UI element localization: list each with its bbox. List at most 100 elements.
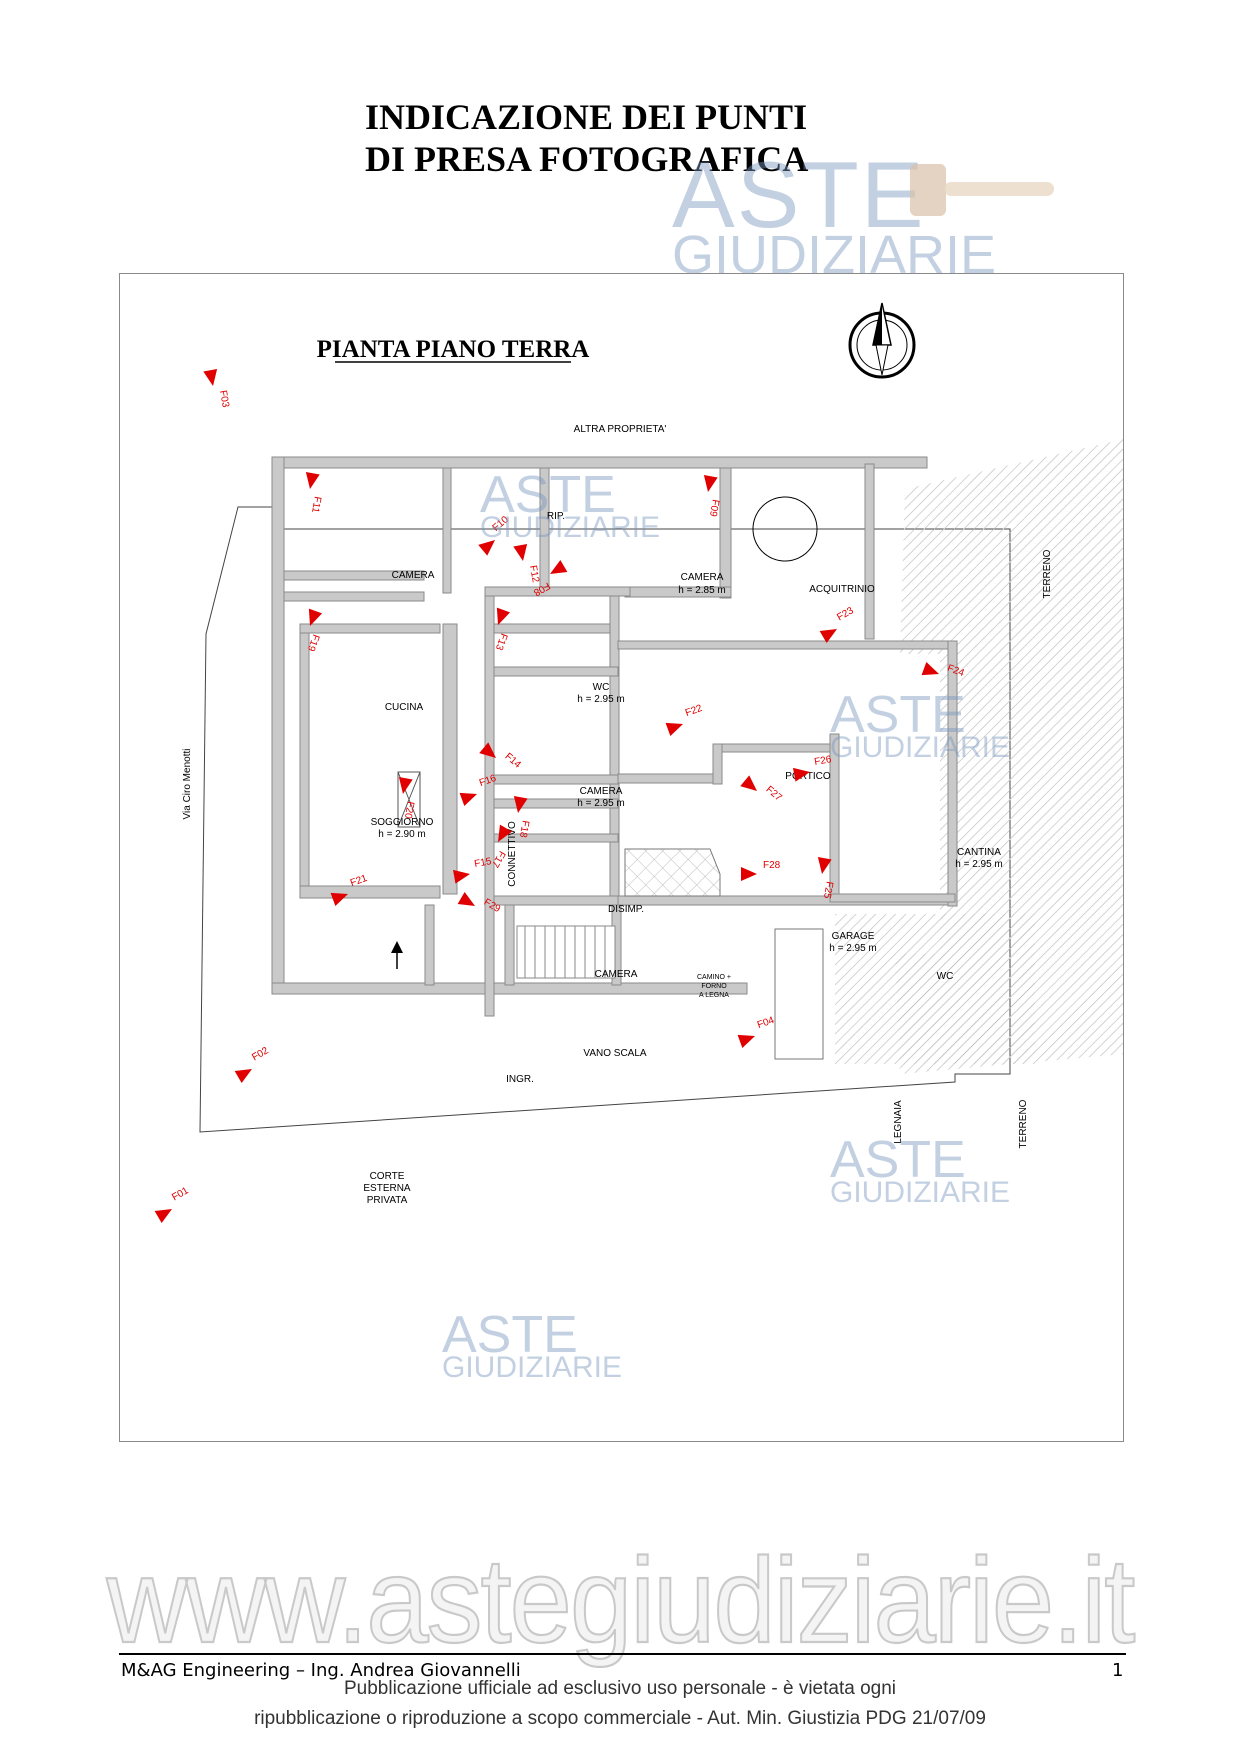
photo-point-label: F20 [402,800,416,819]
label-soggiorno: SOGGIORNO [371,817,434,828]
photo-point-label: F01 [170,1185,191,1203]
page-number: 1 [1112,1660,1124,1681]
photo-point-marker: F11 [305,472,323,514]
label-via: Via Ciro Menotti [182,749,193,820]
photo-point-label: F09 [707,498,721,517]
label-terreno-2: TERRENO [1018,1099,1029,1148]
camera-direction-icon [740,775,757,791]
photo-point-label: F11 [309,495,323,514]
camera-direction-icon [330,892,348,907]
gavel-icon [910,164,1054,216]
photo-point-marker: F12 [513,544,541,584]
photo-point-label: F02 [250,1045,271,1063]
photo-point-label: F26 [813,754,832,768]
fireplace [624,848,721,897]
label-terreno-1: TERRENO [1042,549,1053,598]
label-cantina: CANTINA [957,847,1001,858]
photo-point-marker: F10 [478,514,511,556]
north-arrow-icon [848,302,916,379]
photo-point-marker: F09 [703,475,721,518]
photo-point-label: F23 [835,605,856,623]
camera-direction-icon [459,792,477,807]
camera-direction-icon [921,661,939,676]
photo-point-label: F04 [756,1015,776,1031]
camera-direction-icon [513,544,528,561]
camera-direction-icon [457,891,475,906]
photo-point-marker: F15 [453,856,493,884]
label-rip: RIP. [547,511,565,522]
photo-point-label: F03 [217,389,231,408]
camera-direction-icon [817,857,832,874]
photo-point-marker: F18 [513,796,531,839]
camera-direction-icon [479,742,496,758]
camera-direction-icon [234,1069,252,1084]
label-connettivo: CONNETTIVO [507,821,518,887]
label-corte-2: ESTERNA [363,1183,411,1194]
floor-plan-frame: PIANTA PIANO TERRA [119,273,1124,1442]
camera-direction-icon [819,629,837,644]
photo-point-label: F10 [491,514,512,534]
plan-title: PIANTA PIANO TERRA [317,336,590,363]
label-vano-scala: VANO SCALA [583,1048,646,1059]
label-garage: GARAGE [832,931,875,942]
photo-point-marker: F20 [398,777,416,820]
label-corte-3: PRIVATA [367,1195,408,1206]
photo-point-label: F13 [493,632,509,652]
label-cucina: CUCINA [385,702,424,713]
label-altra-proprieta: ALTRA PROPRIETA' [574,424,667,435]
label-disimp: DISIMP. [608,904,644,915]
photo-point-label: F28 [763,860,781,871]
camera-direction-icon [478,540,495,556]
label-acquitrinio: ACQUITRINIO [809,584,875,595]
photo-point-label: F25 [821,880,835,899]
photo-point-marker: F22 [665,703,704,737]
photo-point-marker: F25 [817,857,835,900]
label-portico: PORTICO [785,771,831,782]
label-wc-1-h: h = 2.95 m [577,694,625,705]
label-camera-3-h: h = 2.95 m [577,798,625,809]
label-camera-3: CAMERA [580,786,623,797]
label-corte-1: CORTE [370,1171,405,1182]
photo-markers: F01F02F03F04F08F09F10F11F12F13F14F15F16F… [154,369,966,1224]
title-line-1: INDICAZIONE DEI PUNTI [365,97,808,137]
photo-point-label: F18 [517,819,531,838]
photo-point-label: F15 [473,856,492,870]
camera-direction-icon [203,369,218,386]
label-camino-1: CAMINO + [697,974,731,981]
footer-rule [119,1653,1126,1655]
label-camino-3: A LEGNA [699,992,729,999]
label-garage-h: h = 2.95 m [829,943,877,954]
photo-point-marker: F03 [203,369,231,409]
photo-point-label: F27 [764,784,785,804]
camera-direction-icon [737,1034,755,1049]
camera-direction-icon [498,824,513,842]
label-wc-2: WC [937,971,954,982]
camera-direction-icon [665,722,683,737]
photo-point-label: F14 [503,751,524,771]
page-title: INDICAZIONE DEI PUNTI DI PRESA FOTOGRAFI… [365,96,808,180]
label-soggiorno-h: h = 2.90 m [378,829,426,840]
photo-point-marker: F23 [819,605,856,644]
photo-point-marker: F01 [154,1185,191,1224]
footer-author: M&AG Engineering – Ing. Andrea Giovannel… [121,1660,521,1681]
camera-direction-icon [550,559,568,574]
label-wc-1: WC [593,682,610,693]
photo-point-marker: F27 [740,775,784,804]
label-legnaia: LEGNAIA [893,1100,904,1144]
label-cantina-h: h = 2.95 m [955,859,1003,870]
camera-direction-icon [741,867,757,881]
photo-point-marker: F28 [741,860,781,881]
camera-direction-icon [496,607,511,625]
camera-direction-icon [398,777,413,794]
label-camera-2: CAMERA [681,572,724,583]
watermark-site-url: www.astegiudiziarie.it [106,1532,1137,1668]
label-ingr: INGR. [506,1074,534,1085]
camera-direction-icon [308,608,323,626]
camera-direction-icon [703,475,718,492]
photo-point-marker: F04 [737,1015,776,1049]
photo-point-marker: F26 [793,754,833,782]
camera-direction-icon [305,472,320,489]
stairs [516,925,616,979]
label-camino-2: FORNO [701,983,727,990]
label-camera-2-h: h = 2.85 m [678,585,726,596]
